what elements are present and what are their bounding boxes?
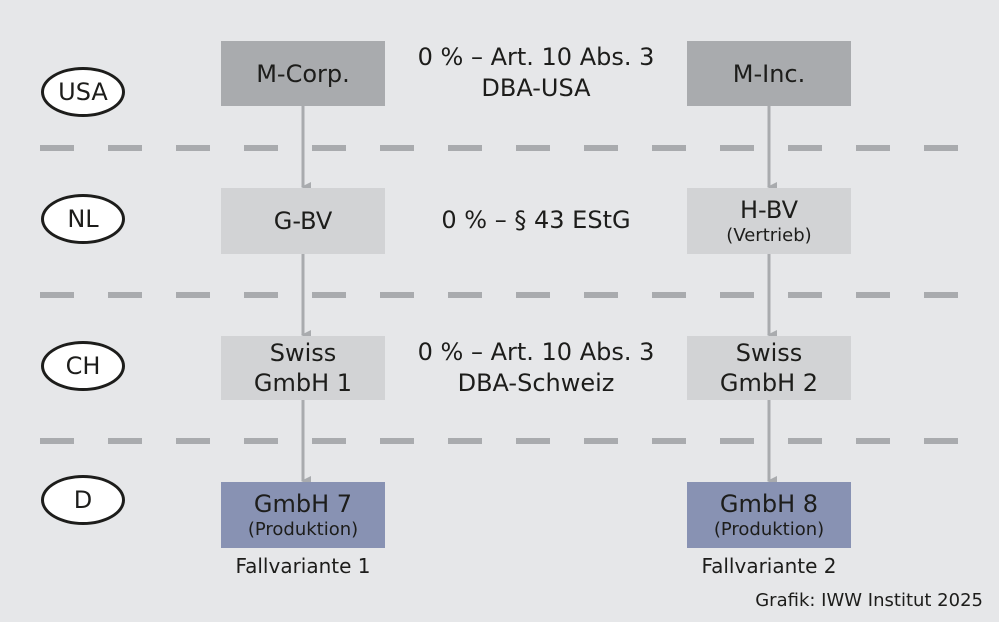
entity-gmbh-7-name: GmbH 7 — [253, 489, 353, 518]
entity-gmbh-8-role: (Produktion) — [713, 518, 825, 540]
entity-swiss-gmbh-2: Swiss GmbH 2 — [687, 336, 851, 400]
country-label-d: D — [41, 475, 125, 525]
country-label-usa: USA — [41, 67, 125, 117]
entity-swiss-gmbh-2-line2: GmbH 2 — [719, 369, 819, 397]
entity-g-bv-name: G-BV — [273, 207, 333, 235]
entity-m-corp-name: M-Corp. — [256, 59, 350, 88]
entity-m-inc-name: M-Inc. — [732, 59, 806, 88]
entity-swiss-gmbh-1: Swiss GmbH 1 — [221, 336, 385, 400]
entity-gmbh-7-role: (Produktion) — [247, 518, 359, 540]
note-ch-line2: DBA-Schweiz — [457, 369, 615, 398]
note-usa-line2: DBA-USA — [481, 74, 591, 103]
entity-swiss-gmbh-1-line2: GmbH 1 — [253, 369, 353, 397]
entity-h-bv-role: (Vertrieb) — [726, 224, 812, 246]
caption-variant-2: Fallvariante 2 — [701, 554, 837, 578]
entity-gmbh-8-name: GmbH 8 — [719, 489, 819, 518]
note-nl-line1: 0 % – § 43 EStG — [441, 206, 631, 234]
note-nl: 0 % – § 43 EStG — [400, 205, 672, 236]
entity-m-corp: M-Corp. — [221, 41, 385, 106]
entity-m-inc: M-Inc. — [687, 41, 851, 106]
entity-g-bv: G-BV — [221, 188, 385, 254]
entity-swiss-gmbh-1-line1: Swiss — [269, 339, 337, 367]
graphic-credit: Grafik: IWW Institut 2025 — [755, 590, 983, 611]
country-label-nl: NL — [41, 194, 125, 244]
note-usa-line1: 0 % – Art. 10 Abs. 3 — [417, 43, 655, 71]
note-ch: 0 % – Art. 10 Abs. 3 DBA-Schweiz — [400, 337, 672, 399]
entity-h-bv-name: H-BV — [740, 195, 798, 224]
entity-gmbh-7: GmbH 7 (Produktion) — [221, 482, 385, 548]
caption-variant-1: Fallvariante 1 — [235, 554, 371, 578]
entity-gmbh-8: GmbH 8 (Produktion) — [687, 482, 851, 548]
entity-h-bv: H-BV (Vertrieb) — [687, 188, 851, 254]
note-usa: 0 % – Art. 10 Abs. 3 DBA-USA — [400, 42, 672, 104]
country-label-ch: CH — [41, 341, 125, 391]
entity-swiss-gmbh-2-line1: Swiss — [735, 339, 803, 367]
note-ch-line1: 0 % – Art. 10 Abs. 3 — [417, 338, 655, 366]
